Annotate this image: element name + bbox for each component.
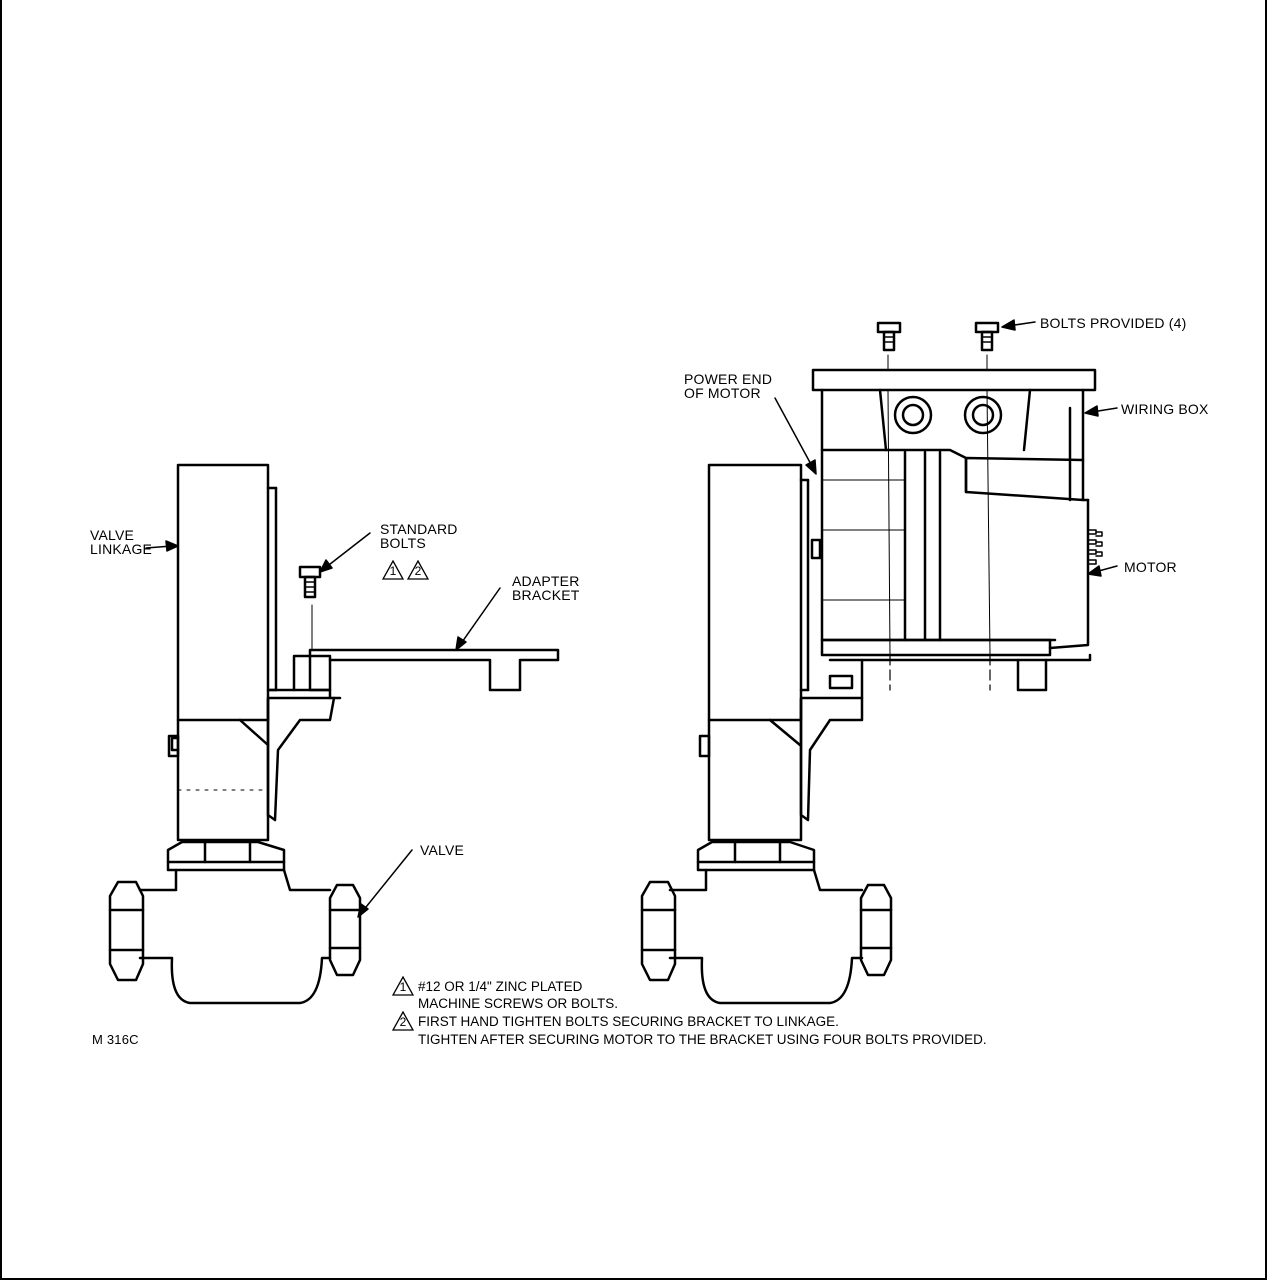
left-valve-linkage	[167, 463, 342, 842]
right-provided-bolts	[876, 321, 1000, 656]
wiring-box-label: WIRING BOX	[1121, 401, 1209, 417]
bolts-provided-label: BOLTS PROVIDED (4)	[1040, 315, 1187, 331]
valve-label: VALVE	[420, 842, 465, 858]
power-end-of-motor-label: POWER END OF MOTOR	[684, 371, 773, 401]
adapter-bracket-label: ADAPTER BRACKET	[512, 573, 580, 603]
right-valve-body	[640, 840, 893, 1005]
right-motor-housing	[810, 368, 1103, 657]
left-valve-body	[108, 840, 362, 1005]
note-2-marker-text: 2	[399, 1015, 407, 1029]
left-standard-bolt	[298, 565, 322, 599]
note-1-marker-text: 1	[399, 980, 407, 994]
right-leaders	[774, 319, 1118, 577]
callout-marker-2-text: 2	[414, 564, 422, 578]
callout-marker-1-text: 1	[389, 564, 397, 578]
callout-marker-1-icon: 1	[382, 560, 404, 580]
note-2-line-1: FIRST HAND TIGHTEN BOLTS SECURING BRACKE…	[418, 1014, 839, 1029]
valve-linkage-label: VALVE LINKAGE	[90, 527, 153, 557]
standard-bolts-label: STANDARD BOLTS	[380, 521, 458, 551]
right-adapter-bracket	[828, 653, 1092, 692]
left-adapter-bracket	[268, 604, 560, 700]
callout-marker-2-icon: 2	[407, 560, 429, 580]
right-valve-linkage	[698, 463, 864, 842]
figure-id-label: M 316C	[92, 1032, 139, 1047]
note-1-line-2: MACHINE SCREWS OR BOLTS.	[418, 996, 619, 1011]
note-1-line-1: #12 OR 1/4" ZINC PLATED	[418, 979, 583, 994]
note-2-line-2: TIGHTEN AFTER SECURING MOTOR TO THE BRAC…	[418, 1032, 987, 1047]
left-leaders	[145, 532, 501, 918]
note-2-marker-icon: 2	[392, 1011, 414, 1031]
motor-label: MOTOR	[1124, 559, 1177, 575]
note-1-marker-icon: 1	[392, 976, 414, 996]
